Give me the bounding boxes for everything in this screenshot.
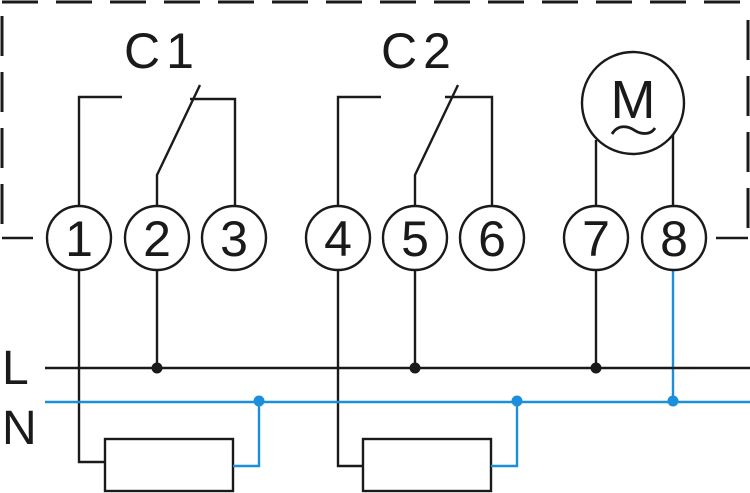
junction-7-l: [590, 362, 602, 374]
terminal-label: 3: [220, 211, 248, 267]
contact-c1: [77, 84, 237, 206]
terminal-label: 4: [324, 211, 352, 267]
ac-tilde-icon: [610, 125, 657, 135]
motor-circle: [580, 50, 686, 156]
motor-label: M: [611, 70, 656, 130]
terminal-circle: [200, 204, 268, 272]
device-enclosure: [0, 0, 750, 240]
contact-label-c1: C1: [124, 23, 200, 79]
c2-common-lead: [336, 95, 381, 206]
terminal-label: 6: [478, 211, 506, 267]
terminal-5: 5: [381, 204, 449, 272]
junction-8-n: [667, 395, 679, 407]
terminal-6: 6: [458, 204, 526, 272]
load-2-box: [361, 437, 493, 493]
terminal-circle: [123, 204, 191, 272]
terminal-4: 4: [304, 204, 372, 272]
load-1: [103, 401, 261, 493]
contact-label-c2: C2: [381, 23, 457, 79]
load-2: [361, 401, 519, 493]
terminal-circle: [381, 204, 449, 272]
terminal-circle: [562, 204, 630, 272]
lead-4-to-load-2: [336, 270, 363, 468]
terminal-circle: [640, 204, 708, 272]
terminal-leads: [77, 270, 675, 468]
terminal-label: 2: [143, 211, 171, 267]
terminal-label: 7: [582, 211, 610, 267]
lead-1-to-load-1: [77, 270, 105, 464]
terminal-label: 8: [660, 211, 688, 267]
load-2-neutral-lead: [491, 401, 519, 468]
junction-5-l: [409, 362, 421, 374]
junction-2-l: [151, 362, 163, 374]
c1-common-lead: [77, 95, 122, 206]
neutral-line-label: N: [2, 402, 37, 455]
terminal-7: 7: [562, 204, 630, 272]
c2-contact-lead: [445, 95, 494, 206]
terminal-circle: [45, 204, 113, 272]
c2-switch-blade: [413, 84, 460, 206]
live-line-label: L: [2, 342, 29, 395]
load-1-box: [103, 437, 235, 493]
motor: M: [580, 50, 686, 206]
terminal-circle: [304, 204, 372, 272]
terminal-2: 2: [123, 204, 191, 272]
terminal-3: 3: [200, 204, 268, 272]
c1-switch-blade: [155, 84, 202, 206]
terminal-circle: [458, 204, 526, 272]
contact-c2: [336, 84, 494, 206]
terminal-label: 5: [401, 211, 429, 267]
terminal-1: 1: [45, 204, 113, 272]
load-1-neutral-lead: [233, 401, 261, 468]
c1-contact-lead: [190, 97, 237, 206]
terminal-8: 8: [640, 204, 708, 272]
terminal-label: 1: [65, 211, 93, 267]
